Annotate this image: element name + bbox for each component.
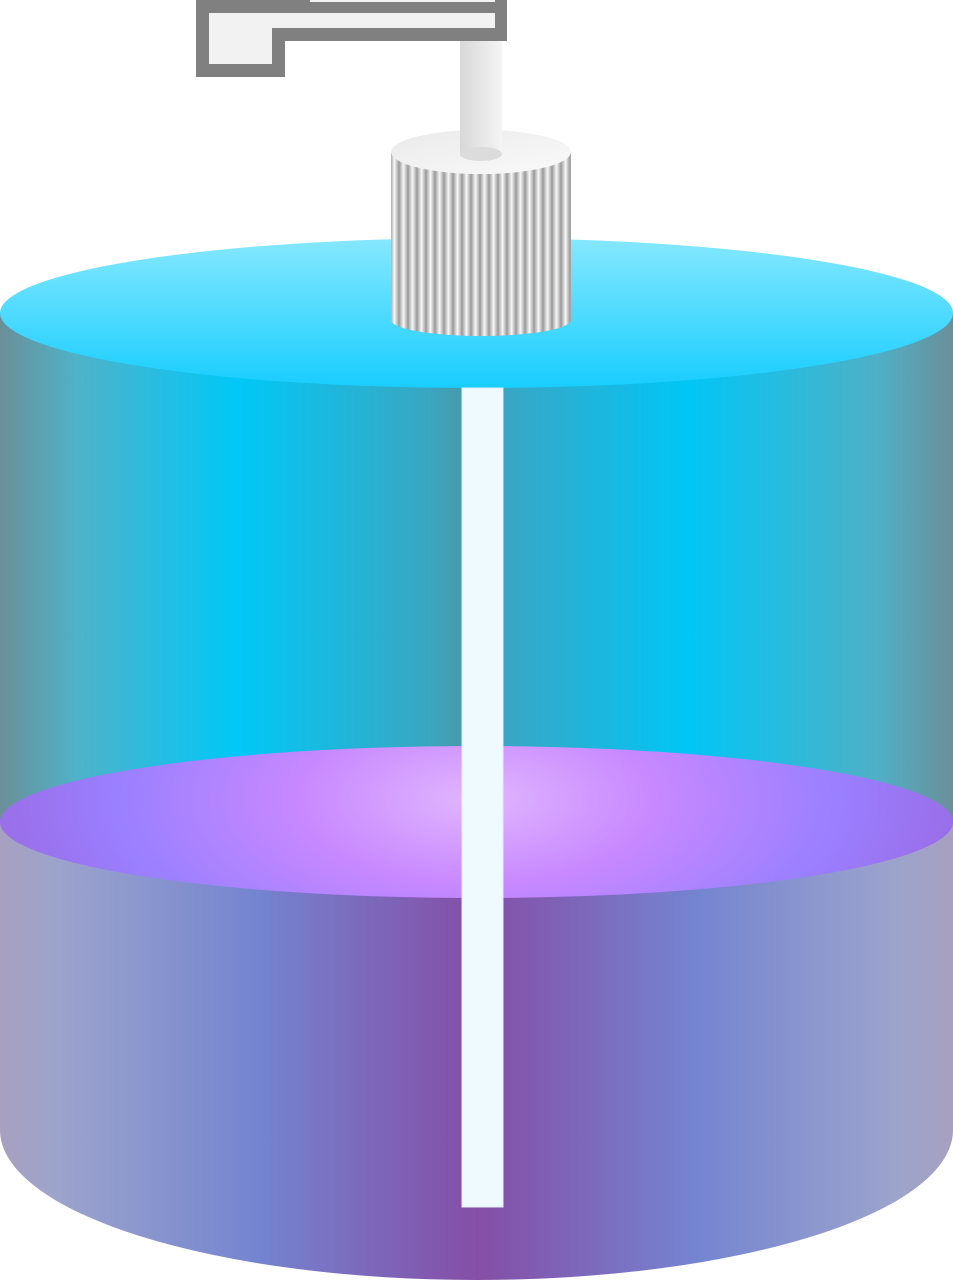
knob: [391, 128, 571, 336]
bracket: [196, 0, 507, 77]
immersed-rod: [461, 387, 504, 1208]
